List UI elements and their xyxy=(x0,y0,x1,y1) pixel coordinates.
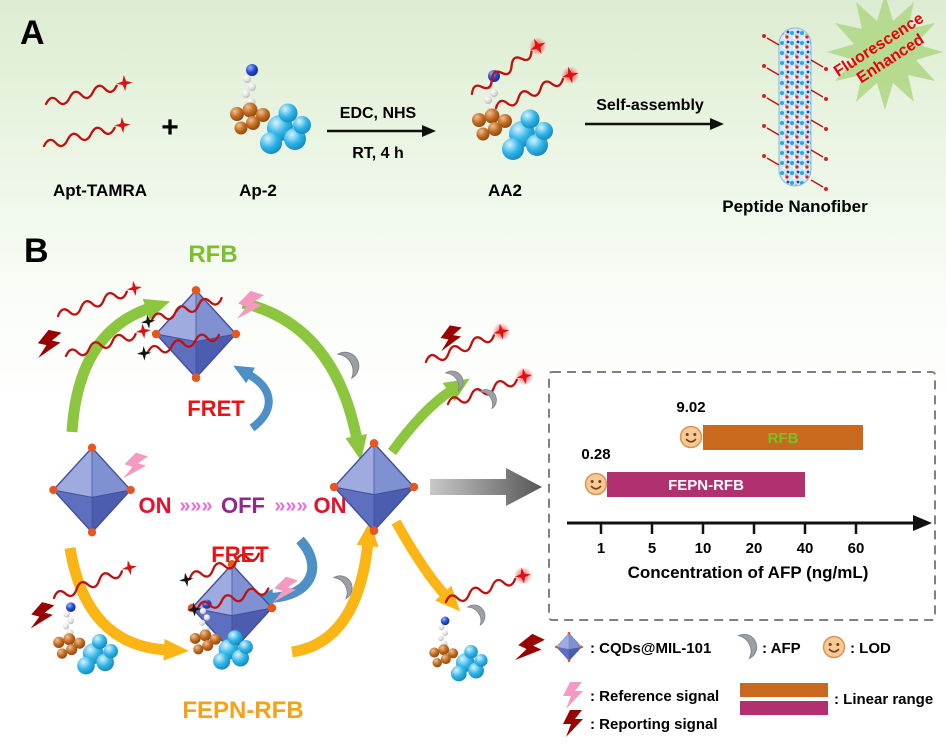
tick-label-1: 1 xyxy=(597,540,605,557)
cycle-arrow-yellow xyxy=(64,547,189,661)
state-on-1: ON xyxy=(139,493,172,518)
tick-label-40: 40 xyxy=(797,540,814,557)
linear-range-panel xyxy=(548,371,936,621)
tamra-star-icon xyxy=(115,74,134,92)
tamra-star-icon xyxy=(120,558,139,577)
fret-arrow-top xyxy=(233,365,273,432)
nanofiber-tamra-dots xyxy=(762,34,828,191)
reference-signal-bolt xyxy=(120,450,149,484)
self-assembly-label: Self-assembly xyxy=(596,97,704,114)
legend-magenta-bar xyxy=(740,701,828,715)
fepn-molecule xyxy=(53,602,119,675)
reaction-conditions-line1: EDC, NHS xyxy=(340,105,417,122)
x-axis-label: Concentration of AFP (ng/mL) xyxy=(628,563,869,582)
nanofiber-label: Peptide Nanofiber xyxy=(722,197,868,216)
released-strand-afp xyxy=(442,566,533,605)
tamra-star-icon xyxy=(113,116,132,134)
legend-reporting-bolt-icon xyxy=(563,710,583,737)
apt-tamra-strand xyxy=(43,74,134,107)
state-chevrons-2: »»» xyxy=(274,495,307,517)
legend-cqds-label: : CQDs@MIL-101 xyxy=(590,640,711,657)
cqds-mil101-diamond-rfb xyxy=(151,285,241,383)
reporting-signal-bolt xyxy=(27,600,56,634)
released-strand-afp xyxy=(422,322,511,365)
ap2-molecule xyxy=(230,64,311,154)
tick-label-60: 60 xyxy=(848,540,865,557)
rfb-bar-label: RFB xyxy=(768,430,799,447)
text-layer: A Apt-TAMRA + Ap-2 EDC, NHS RT, 4 h AA2 … xyxy=(20,10,933,733)
cqds-mil101-diamond-bound xyxy=(329,438,419,536)
reporting-signal-bolt xyxy=(34,328,63,362)
afp-moon-icon xyxy=(479,384,502,410)
cycle-arrow-yellow xyxy=(290,521,379,658)
aa2-strand xyxy=(464,34,550,97)
lod-smiley-icon xyxy=(584,472,608,496)
panel-b-graphics xyxy=(27,279,546,682)
ap2-label: Ap-2 xyxy=(239,181,277,200)
peptide-nanofiber-graphic xyxy=(762,27,828,191)
tick-label-5: 5 xyxy=(648,540,656,557)
panel-a-letter: A xyxy=(20,14,45,52)
result-arrow xyxy=(430,468,542,506)
legend-diamond-icon xyxy=(554,631,584,663)
fepn-rfb-title: FEPN-RFB xyxy=(182,697,303,724)
fepn-lod-value: 0.28 xyxy=(581,446,610,463)
release-arrow-yellow xyxy=(391,519,461,612)
panel-b-letter: B xyxy=(24,232,49,270)
legend-lod-label: : LOD xyxy=(850,640,891,657)
cycle-arrow-green xyxy=(66,298,170,433)
legend-reference-label: : Reference signal xyxy=(590,688,719,705)
fepn-rfb-range-bar xyxy=(607,472,805,497)
apt-tamra-strand xyxy=(41,116,132,149)
legend-lod-smiley-icon xyxy=(822,635,846,659)
reporting-signal-bolt xyxy=(511,630,546,669)
legend-linear-range-label: : Linear range xyxy=(834,691,933,708)
panel-a-graphics xyxy=(41,0,943,191)
legend-afp-moon-icon xyxy=(738,629,762,660)
reaction-conditions-line2: RT, 4 h xyxy=(352,145,404,162)
rfb-title: RFB xyxy=(188,241,237,268)
afp-moon-icon xyxy=(337,346,365,379)
nanofiber-spikes xyxy=(766,37,824,188)
legend-graphics xyxy=(554,629,846,737)
released-fepn-molecule xyxy=(429,616,488,682)
state-on-2: ON xyxy=(314,493,347,518)
legend-orange-bar xyxy=(740,683,828,697)
aa2-label: AA2 xyxy=(488,181,522,200)
fret-label-top: FRET xyxy=(187,396,245,421)
tick-label-20: 20 xyxy=(746,540,763,557)
tick-label-10: 10 xyxy=(695,540,712,557)
afp-moon-icon xyxy=(467,600,490,626)
legend-reference-bolt-icon xyxy=(563,682,583,709)
released-strand-afp xyxy=(444,366,534,407)
fluorescence-burst xyxy=(827,0,943,110)
rfb-range-bar xyxy=(703,425,863,450)
tamra-star-icon xyxy=(125,279,144,298)
apt-tamra-label: Apt-TAMRA xyxy=(53,181,147,200)
plus-sign: + xyxy=(161,111,179,144)
legend-reporting-label: : Reporting signal xyxy=(590,716,718,733)
cycle-arrow-green xyxy=(241,297,368,461)
release-arrow-green xyxy=(387,378,470,455)
state-chevrons-1: »»» xyxy=(179,495,212,517)
free-aptamer-strand xyxy=(50,558,139,601)
cqds-mil101-diamond-start xyxy=(48,442,136,538)
aa2-molecule xyxy=(472,70,553,160)
legend-afp-label: : AFP xyxy=(762,640,801,657)
rfb-lod-value: 9.02 xyxy=(676,399,705,416)
aa2-strand xyxy=(491,64,581,111)
lod-smiley-icon xyxy=(679,425,703,449)
fepn-bar-label: FEPN-RFB xyxy=(668,477,744,494)
state-off: OFF xyxy=(221,493,265,518)
axis-ticks xyxy=(599,523,858,534)
fret-label-bottom: FRET xyxy=(211,542,269,567)
